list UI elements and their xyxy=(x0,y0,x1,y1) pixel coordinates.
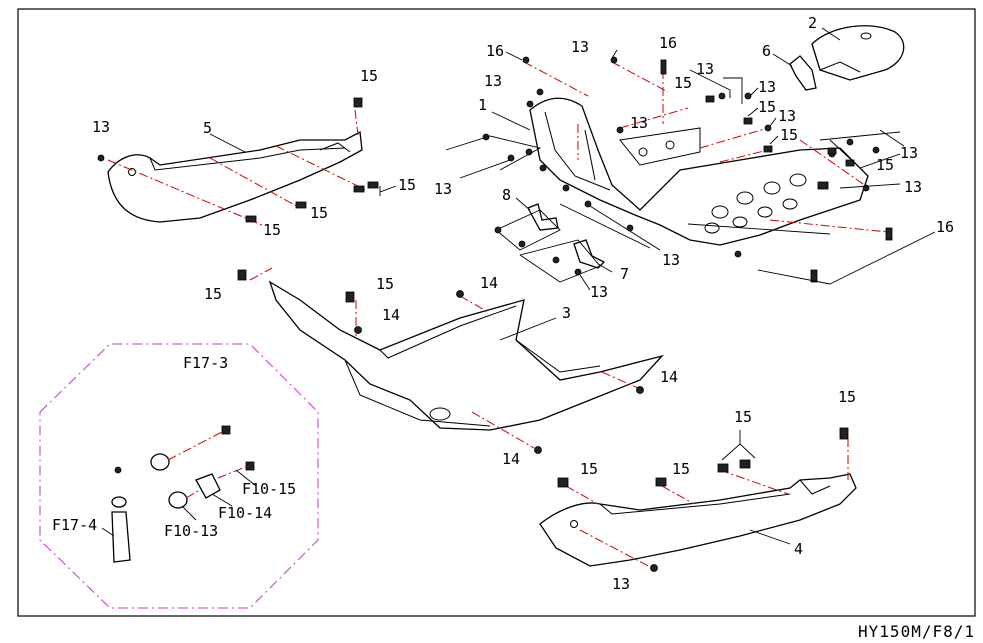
callout-13: 13 xyxy=(758,78,776,96)
frame-assembly xyxy=(445,25,936,285)
callout-15: 15 xyxy=(674,74,692,92)
callout-13: 13 xyxy=(904,178,922,196)
subgroup-title: F17-3 xyxy=(183,354,228,372)
callout-13: 13 xyxy=(484,72,502,90)
subgroup-f17-3-outline xyxy=(39,343,319,609)
callout-7: 7 xyxy=(620,265,629,283)
callout-15: 15 xyxy=(876,156,894,174)
part-5-side-cover xyxy=(97,97,397,226)
callout-15: 15 xyxy=(734,408,752,426)
callout-labels: 15 13 5 15 15 15 16 13 16 2 6 13 15 13 1… xyxy=(52,14,954,593)
callout-f10-14: F10-14 xyxy=(218,504,272,522)
callout-f17-4: F17-4 xyxy=(52,516,97,534)
callout-15: 15 xyxy=(360,67,378,85)
callout-15: 15 xyxy=(263,221,281,239)
callout-16: 16 xyxy=(659,34,677,52)
callout-14: 14 xyxy=(502,450,520,468)
bracket-parts-7-8 xyxy=(494,197,613,291)
callout-5: 5 xyxy=(203,119,212,137)
part-3-floor-panel xyxy=(237,267,664,454)
callout-13: 13 xyxy=(571,38,589,56)
callout-15: 15 xyxy=(838,388,856,406)
callout-15: 15 xyxy=(580,460,598,478)
callout-2: 2 xyxy=(808,14,817,32)
callout-13: 13 xyxy=(778,107,796,125)
callout-14: 14 xyxy=(480,274,498,292)
callout-13: 13 xyxy=(900,144,918,162)
drawing-code: HY150M/F8/1 xyxy=(858,622,975,641)
callout-13: 13 xyxy=(92,118,110,136)
callout-15: 15 xyxy=(780,126,798,144)
subgroup-f17-3 xyxy=(39,343,319,609)
callout-3: 3 xyxy=(562,304,571,322)
callout-f10-15: F10-15 xyxy=(242,480,296,498)
callout-15: 15 xyxy=(672,460,690,478)
callout-8: 8 xyxy=(502,186,511,204)
callout-16: 16 xyxy=(486,42,504,60)
callout-13: 13 xyxy=(434,180,452,198)
callout-15: 15 xyxy=(204,285,222,303)
callout-4: 4 xyxy=(794,540,803,558)
callout-15: 15 xyxy=(310,204,328,222)
callout-14: 14 xyxy=(382,306,400,324)
callout-13: 13 xyxy=(696,60,714,78)
callout-15: 15 xyxy=(398,176,416,194)
part-4-side-cover xyxy=(539,427,857,572)
callout-15: 15 xyxy=(376,275,394,293)
drawing-frame xyxy=(17,8,976,617)
callout-13: 13 xyxy=(662,251,680,269)
callout-13: 13 xyxy=(612,575,630,593)
callout-13: 13 xyxy=(630,114,648,132)
callout-13: 13 xyxy=(590,283,608,301)
callout-f10-13: F10-13 xyxy=(164,522,218,540)
callout-15: 15 xyxy=(758,98,776,116)
callout-6: 6 xyxy=(762,42,771,60)
callout-1: 1 xyxy=(478,96,487,114)
callout-14: 14 xyxy=(660,368,678,386)
callout-16: 16 xyxy=(936,218,954,236)
